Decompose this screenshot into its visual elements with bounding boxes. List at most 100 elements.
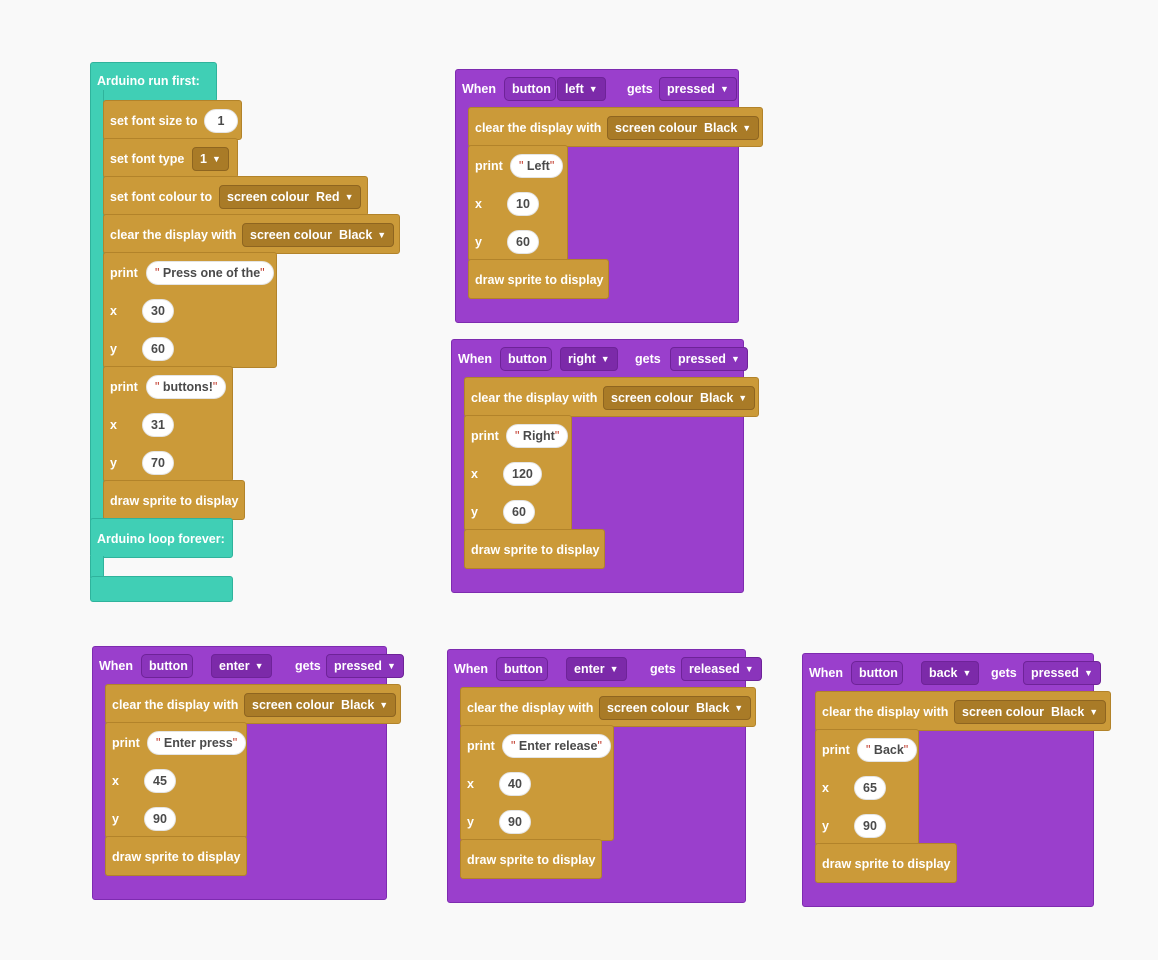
event-bottom-bar (93, 873, 386, 899)
draw-sprite-block[interactable]: draw sprite to display (460, 839, 602, 879)
clear-display-label: clear the display with (822, 705, 949, 719)
x-input[interactable]: 120 (503, 462, 542, 486)
print-text-input[interactable]: " Right" (506, 424, 569, 448)
arduino-run-first-label: Arduino run first: (97, 74, 200, 88)
x-input[interactable]: 10 (507, 192, 539, 216)
draw-sprite-block[interactable]: draw sprite to display (103, 480, 245, 520)
caret-down-icon: ▼ (962, 668, 972, 678)
clear-display-block[interactable]: clear the display with screen colour Bla… (815, 691, 1111, 731)
font-size-input[interactable]: 1 (204, 109, 238, 133)
x-label: x (475, 197, 482, 211)
button-select-dropdown[interactable]: back ▼ (921, 661, 980, 685)
caret-down-icon: ▼ (719, 84, 729, 94)
font-colour-dropdown[interactable]: screen colour Red▼ (219, 185, 362, 209)
state-dropdown[interactable]: pressed▼ (659, 77, 737, 101)
clear-display-block[interactable]: clear the display with screen colour Bla… (105, 684, 401, 724)
print-text-input[interactable]: " Enter release" (502, 734, 611, 758)
print-text-input[interactable]: " buttons!" (146, 375, 227, 399)
button-select-dropdown[interactable]: enter▼ (566, 657, 627, 681)
x-input[interactable]: 31 (142, 413, 174, 437)
caret-down-icon: ▼ (744, 664, 754, 674)
print-text-input[interactable]: " Left" (510, 154, 564, 178)
print-block[interactable]: print " Enter press" x 45 y 90 (105, 722, 247, 838)
state-dropdown[interactable]: pressed▼ (326, 654, 404, 678)
clear-colour-dropdown[interactable]: screen colour Black▼ (599, 696, 752, 720)
set-font-type-block[interactable]: set font type 1▼ (103, 138, 238, 178)
print-text-input[interactable]: " Back" (857, 738, 918, 762)
clear-display-block[interactable]: clear the display with screen colour Bla… (103, 214, 400, 254)
print-label: print (110, 266, 138, 280)
print-text-value: Enter release (515, 739, 598, 753)
state-value: pressed (678, 352, 726, 366)
print-text-input[interactable]: " Press one of the" (146, 261, 274, 285)
print-block-2[interactable]: print " buttons!" x 31 y 70 (103, 366, 233, 482)
x-input[interactable]: 45 (144, 769, 176, 793)
print-block-1[interactable]: print " Press one of the" x 30 y 60 (103, 252, 277, 368)
x-label: x (112, 774, 119, 788)
print-block[interactable]: print " Left" x 10 y 60 (468, 145, 568, 261)
draw-sprite-block[interactable]: draw sprite to display (105, 836, 247, 876)
clear-colour-dropdown[interactable]: screen colour Black▼ (244, 693, 397, 717)
caret-down-icon: ▼ (1083, 668, 1093, 678)
y-input[interactable]: 90 (499, 810, 531, 834)
state-dropdown[interactable]: pressed▼ (670, 347, 748, 371)
clear-colour-value: Black (340, 698, 375, 712)
state-dropdown[interactable]: released▼ (681, 657, 762, 681)
quote-open: " (156, 736, 161, 750)
button-select-dropdown[interactable]: left▼ (557, 77, 606, 101)
y-input[interactable]: 60 (142, 337, 174, 361)
print-block[interactable]: print " Enter release" x 40 y 90 (460, 725, 614, 841)
x-input[interactable]: 65 (854, 776, 886, 800)
state-value: pressed (334, 659, 382, 673)
y-input[interactable]: 70 (142, 451, 174, 475)
x-label: x (110, 418, 117, 432)
quote-open: " (515, 429, 520, 443)
print-block[interactable]: print " Back" x 65 y 90 (815, 729, 919, 845)
clear-display-block[interactable]: clear the display with screen colour Bla… (460, 687, 756, 727)
font-type-value: 1 (200, 152, 207, 166)
draw-sprite-block[interactable]: draw sprite to display (815, 843, 957, 883)
caret-down-icon: ▼ (588, 84, 598, 94)
print-block[interactable]: print " Right" x 120 y 60 (464, 415, 572, 531)
clear-display-block[interactable]: clear the display with screen colour Bla… (468, 107, 763, 147)
caret-down-icon: ▼ (1089, 707, 1099, 717)
clear-colour-dropdown[interactable]: screen colour Black▼ (603, 386, 756, 410)
when-label: When (99, 659, 134, 673)
x-input[interactable]: 40 (499, 772, 531, 796)
x-label: x (467, 777, 474, 791)
print-text-input[interactable]: " Enter press" (147, 731, 247, 755)
when-label: When (809, 666, 844, 680)
button-select-dropdown[interactable]: enter▼ (211, 654, 272, 678)
clear-colour-dropdown[interactable]: screen colour Black▼ (954, 700, 1107, 724)
clear-colour-dropdown[interactable]: screen colour Black▼ (242, 223, 395, 247)
caret-down-icon: ▼ (379, 700, 389, 710)
screen-colour-label: screen colour (611, 391, 693, 405)
draw-sprite-block[interactable]: draw sprite to display (464, 529, 605, 569)
screen-colour-label: screen colour (607, 701, 689, 715)
draw-sprite-label: draw sprite to display (475, 273, 604, 287)
y-input[interactable]: 90 (144, 807, 176, 831)
arduino-run-first-block[interactable]: Arduino run first: (90, 62, 217, 102)
event-bottom-bar (803, 880, 1093, 906)
font-type-dropdown[interactable]: 1▼ (192, 147, 229, 171)
state-dropdown[interactable]: pressed▼ (1023, 661, 1101, 685)
caret-down-icon: ▼ (742, 123, 752, 133)
print-label: print (822, 743, 850, 757)
arduino-loop-forever-block[interactable]: Arduino loop forever: (90, 518, 233, 558)
print-label: print (467, 739, 495, 753)
y-input[interactable]: 90 (854, 814, 886, 838)
clear-display-block[interactable]: clear the display with screen colour Bla… (464, 377, 759, 417)
set-font-size-label: set font size to (110, 114, 198, 128)
x-input[interactable]: 30 (142, 299, 174, 323)
y-input[interactable]: 60 (507, 230, 539, 254)
draw-sprite-block[interactable]: draw sprite to display (468, 259, 609, 299)
set-font-size-block[interactable]: set font size to 1 (103, 100, 242, 140)
set-font-colour-block[interactable]: set font colour to screen colour Red▼ (103, 176, 368, 216)
caret-down-icon: ▼ (609, 664, 619, 674)
y-input[interactable]: 60 (503, 500, 535, 524)
button-select-dropdown[interactable]: right▼ (560, 347, 618, 371)
button-value: enter (219, 659, 250, 673)
loop-bottom (90, 576, 233, 602)
button-value: back (929, 666, 958, 680)
clear-colour-dropdown[interactable]: screen colour Black▼ (607, 116, 760, 140)
